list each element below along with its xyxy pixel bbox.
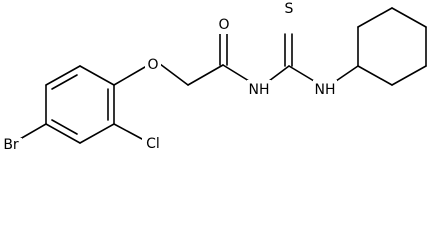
benzene-ring (45, 65, 115, 144)
atom-n-cyclohexyl: NH (313, 80, 337, 98)
atom-label-s-thio: S (285, 1, 294, 17)
atom-o-ether: O (145, 57, 161, 73)
bond-ch2-carbonyl (187, 64, 224, 86)
atom-label-o-ether: O (147, 57, 158, 73)
bond-ring-o (113, 66, 146, 86)
structure-canvas: Br Cl O O NH S NH (0, 1, 427, 152)
bond-o-ch2 (159, 63, 189, 86)
bond-n-thiocarbonyl (268, 65, 290, 82)
atom-br: Br (0, 137, 22, 152)
atom-n-amide: NH (247, 80, 271, 98)
bond-ring-cl (113, 123, 143, 140)
atom-label-n-amide: NH (249, 82, 270, 98)
atom-label-o-carbonyl: O (218, 17, 229, 33)
atom-cl: Cl (142, 136, 164, 152)
bond-carbonyl-n (222, 64, 250, 82)
atom-label-br: Br (3, 137, 19, 152)
atom-s-thio: S (281, 1, 297, 18)
atom-label-n-cyclohexyl: NH (315, 82, 336, 98)
cyclohexane-ring (357, 7, 427, 86)
bond-n-cyclohexyl (335, 65, 359, 82)
bond-ring-br (19, 123, 47, 140)
atom-o-carbonyl: O (216, 17, 232, 34)
bond-thiocarbonyl-n (288, 65, 315, 82)
atom-label-cl: Cl (146, 136, 160, 152)
molecule-diagram: Br Cl O O NH S NH (0, 1, 427, 152)
